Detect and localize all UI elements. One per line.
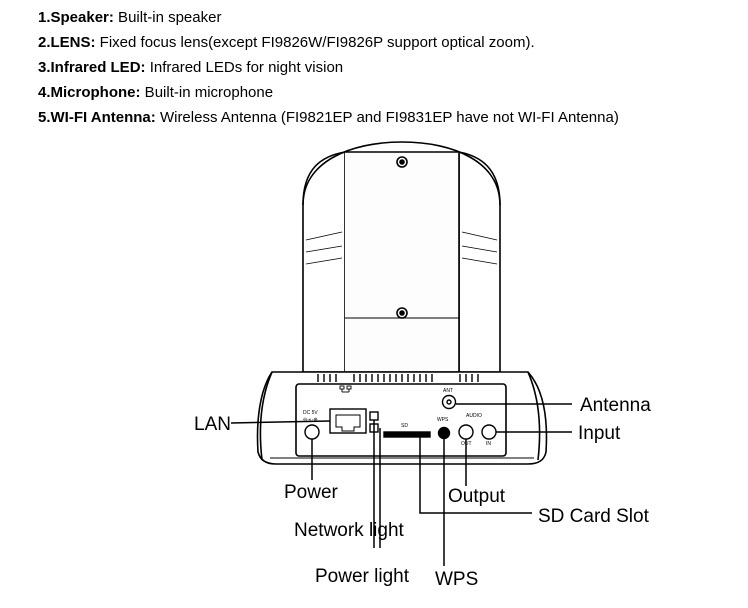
antenna-callout: Antenna	[580, 395, 651, 416]
rear-panel	[295, 383, 507, 457]
feature-lead: 5.WI-FI Antenna:	[38, 109, 156, 126]
power-light-callout: Power light	[315, 566, 410, 587]
camera-base	[256, 371, 548, 465]
lan-port-clip	[335, 414, 361, 432]
feature-text: Built-in microphone	[140, 84, 274, 101]
network-icon	[339, 385, 352, 393]
camera-base-left-curve	[259, 371, 273, 461]
feature-text: Fixed focus lens(except FI9826W/FI9826P …	[95, 34, 535, 51]
camera-head	[302, 141, 501, 373]
feature-text: Infrared LEDs for night vision	[145, 59, 344, 76]
feature-item-lens: 2.LENS: Fixed focus lens(except FI9826W/…	[38, 30, 619, 55]
wps-button	[437, 426, 451, 440]
audio-label: AUDIO	[466, 413, 482, 419]
ports	[304, 394, 497, 440]
camera-base-outline	[256, 371, 548, 465]
feature-text: Wireless Antenna (FI9821EP and FI9831EP …	[155, 109, 619, 126]
antenna-connector-core	[446, 399, 452, 405]
camera-head-left-side	[302, 151, 346, 372]
camera-head-back-panel	[345, 151, 460, 373]
camera-head-right-shade	[461, 231, 498, 265]
dc-label: DC 5V	[303, 410, 318, 416]
sd-card-slot	[383, 431, 431, 438]
callout-labels: LAN Antenna Input Power Output SD Card S…	[194, 395, 651, 590]
power-callout: Power	[284, 482, 339, 503]
sd-label: SD	[401, 423, 408, 429]
feature-text: Built-in speaker	[113, 9, 222, 26]
output-callout: Output	[448, 486, 506, 507]
dc-polarity-icon: ⊖-◐-⊕	[303, 417, 318, 423]
sd-card-leader	[419, 437, 532, 514]
top-screw-icon	[396, 156, 408, 168]
feature-lead: 3.Infrared LED:	[38, 59, 146, 76]
camera-base-right-curve	[527, 371, 541, 461]
wps-label: WPS	[437, 417, 449, 423]
lan-callout: LAN	[194, 414, 231, 435]
wps-callout: WPS	[435, 569, 478, 590]
sd-card-slot-callout: SD Card Slot	[538, 506, 650, 527]
ant-label: ANT	[443, 388, 453, 394]
feature-lead: 4.Microphone:	[38, 84, 141, 101]
feature-item-speaker: 1.Speaker: Built-in speaker	[38, 5, 619, 30]
feature-lead: 1.Speaker:	[38, 9, 114, 26]
network-light-callout: Network light	[294, 520, 405, 541]
bottom-screw-icon	[396, 307, 408, 319]
camera-head-left-shade	[305, 231, 343, 265]
feature-item-microphone: 4.Microphone: Built-in microphone	[38, 80, 619, 105]
in-label: IN	[486, 441, 491, 447]
feature-item-infrared-led: 3.Infrared LED: Infrared LEDs for night …	[38, 55, 619, 80]
feature-list: 1.Speaker: Built-in speaker 2.LENS: Fixe…	[38, 5, 619, 130]
feature-item-wifi-antenna: 5.WI-FI Antenna: Wireless Antenna (FI982…	[38, 105, 619, 130]
input-callout: Input	[578, 423, 621, 444]
camera-head-right-side	[458, 151, 501, 372]
antenna-connector	[441, 394, 457, 410]
lan-leader	[230, 420, 331, 424]
vent-slots	[317, 374, 479, 382]
feature-lead: 2.LENS:	[38, 34, 96, 51]
leader-lines	[230, 403, 572, 566]
bottom-screw-core	[399, 310, 405, 316]
top-screw-core	[399, 159, 405, 165]
